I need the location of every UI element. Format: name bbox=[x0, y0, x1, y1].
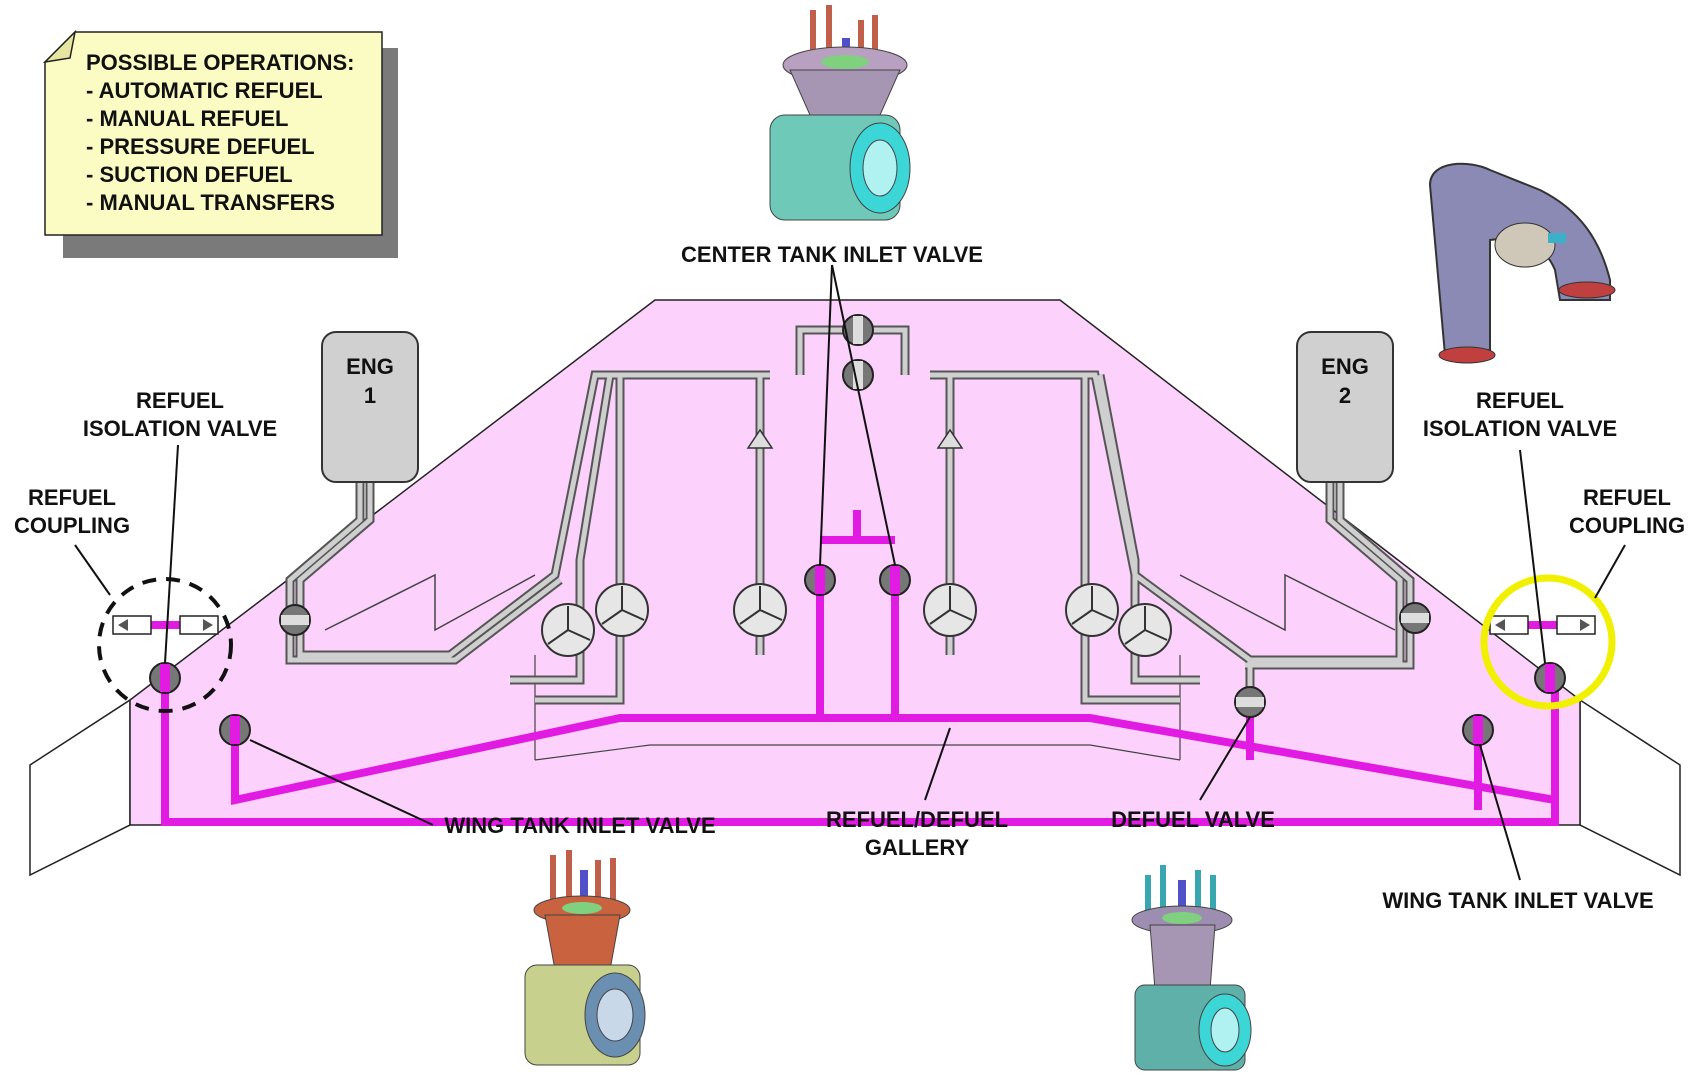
engine-2: ENG 2 bbox=[1297, 332, 1393, 482]
pump-icon bbox=[1066, 584, 1118, 636]
refuel-defuel-gallery-label-2: GALLERY bbox=[865, 835, 970, 860]
pump-icon bbox=[1119, 604, 1171, 656]
operations-note-title: POSSIBLE OPERATIONS: bbox=[86, 50, 355, 75]
engine-1-label: ENG bbox=[346, 354, 394, 379]
center-tank-inlet-valve-icon bbox=[880, 565, 910, 595]
defuel-valve-icon bbox=[1235, 687, 1265, 717]
refuel-isolation-valve-icon bbox=[150, 663, 180, 693]
engine-2-label: ENG bbox=[1321, 354, 1369, 379]
defuel-valve-image bbox=[1132, 865, 1251, 1070]
refuel-isolation-valve-right-label-2: ISOLATION VALVE bbox=[1423, 416, 1617, 441]
engine-1-number: 1 bbox=[364, 383, 376, 408]
grey-valve-icon bbox=[280, 605, 310, 635]
pump-icon bbox=[596, 584, 648, 636]
refuel-isolation-valve-left-label-2: ISOLATION VALVE bbox=[83, 416, 277, 441]
operations-note-item: - AUTOMATIC REFUEL bbox=[86, 78, 323, 103]
refuel-isolation-valve-left-label-1: REFUEL bbox=[136, 388, 224, 413]
wing-tank-inlet-valve-icon bbox=[220, 715, 250, 745]
refuel-coupling-right-label-1: REFUEL bbox=[1583, 485, 1671, 510]
center-tank-inlet-valve-image bbox=[770, 5, 910, 220]
operations-note-item: - MANUAL TRANSFERS bbox=[86, 190, 335, 215]
pump-icon bbox=[734, 584, 786, 636]
engine-1: ENG 1 bbox=[322, 332, 418, 482]
wing-tank-inlet-valve-right-label: WING TANK INLET VALVE bbox=[1382, 888, 1653, 913]
center-tank-inlet-valve-icon bbox=[805, 565, 835, 595]
operations-note-item: - SUCTION DEFUEL bbox=[86, 162, 293, 187]
refuel-isolation-valve-right-label-1: REFUEL bbox=[1476, 388, 1564, 413]
pump-icon bbox=[542, 604, 594, 656]
center-tank-inlet-valve-label: CENTER TANK INLET VALVE bbox=[681, 242, 983, 267]
engine-2-number: 2 bbox=[1339, 383, 1351, 408]
wing-tank-inlet-valve-left-label: WING TANK INLET VALVE bbox=[444, 813, 715, 838]
refuel-defuel-gallery-label-1: REFUEL/DEFUEL bbox=[826, 807, 1008, 832]
refuel-coupling-left-label-2: COUPLING bbox=[14, 513, 130, 538]
refuel-coupling-right-label-2: COUPLING bbox=[1569, 513, 1685, 538]
operations-note: POSSIBLE OPERATIONS: - AUTOMATIC REFUEL … bbox=[45, 32, 398, 258]
refuel-coupling-left-label-1: REFUEL bbox=[28, 485, 116, 510]
grey-valve-icon bbox=[1400, 603, 1430, 633]
defuel-valve-label: DEFUEL VALVE bbox=[1111, 807, 1275, 832]
wing-tank-inlet-valve-icon bbox=[1463, 715, 1493, 745]
wing-tank-inlet-valve-image bbox=[525, 850, 645, 1065]
refuel-coupling-image bbox=[1430, 164, 1615, 363]
refuel-isolation-valve-icon bbox=[1535, 663, 1565, 693]
operations-note-item: - PRESSURE DEFUEL bbox=[86, 134, 315, 159]
operations-note-item: - MANUAL REFUEL bbox=[86, 106, 288, 131]
pump-icon bbox=[924, 584, 976, 636]
